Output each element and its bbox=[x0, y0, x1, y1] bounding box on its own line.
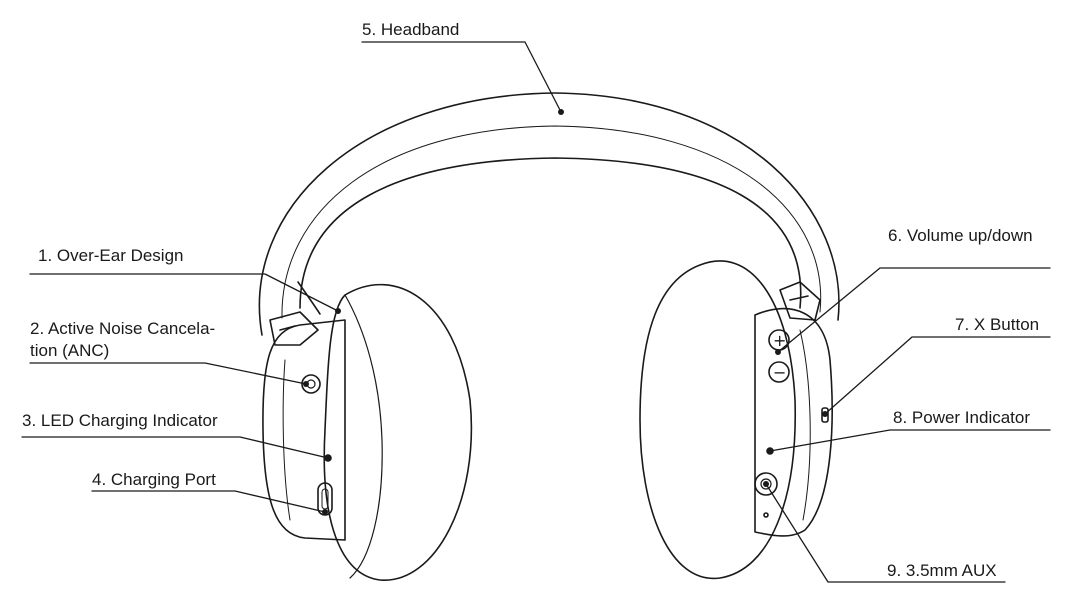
leader-lines bbox=[21, 41, 1051, 583]
left-hinge bbox=[269, 281, 321, 346]
left-earcup-cushion bbox=[323, 283, 473, 581]
volume-plus-glyph: + bbox=[773, 331, 786, 350]
label-charging-port: 4. Charging Port bbox=[92, 470, 216, 489]
leader-led bbox=[21, 436, 329, 459]
label-x-button: 7. X Button bbox=[955, 315, 1040, 334]
label-headband: 5. Headband bbox=[362, 20, 460, 39]
label-volume-up-down: 6. Volume up/down bbox=[888, 226, 1033, 245]
leader-aux bbox=[765, 483, 1006, 583]
leader-dots bbox=[303, 109, 828, 515]
label-aux: 9. 3.5mm AUX bbox=[887, 561, 997, 580]
label-anc-line2: tion (ANC) bbox=[30, 341, 110, 360]
left-earcup-shell bbox=[262, 319, 346, 541]
aux-jack-graphic bbox=[754, 472, 778, 518]
right-hinge bbox=[779, 281, 821, 321]
volume-minus-glyph: − bbox=[773, 363, 786, 382]
label-led-charging-indicator: 3. LED Charging Indicator bbox=[22, 411, 218, 430]
label-over-ear-design: 1. Over-Ear Design bbox=[38, 246, 184, 265]
leader-over-ear bbox=[29, 273, 339, 312]
right-earcup-shell bbox=[754, 307, 833, 537]
leader-volume bbox=[777, 267, 1051, 353]
headband bbox=[258, 92, 840, 336]
leader-x-button bbox=[824, 336, 1051, 415]
label-anc-line1: 2. Active Noise Cancela- bbox=[30, 319, 216, 338]
leader-headband bbox=[361, 41, 562, 113]
leader-anc bbox=[29, 362, 307, 385]
label-power-indicator: 8. Power Indicator bbox=[893, 408, 1031, 427]
leader-power bbox=[769, 429, 1051, 452]
x-button-graphic bbox=[821, 407, 829, 423]
right-earcup-cushion bbox=[639, 260, 797, 580]
leader-charging-port bbox=[91, 490, 326, 513]
